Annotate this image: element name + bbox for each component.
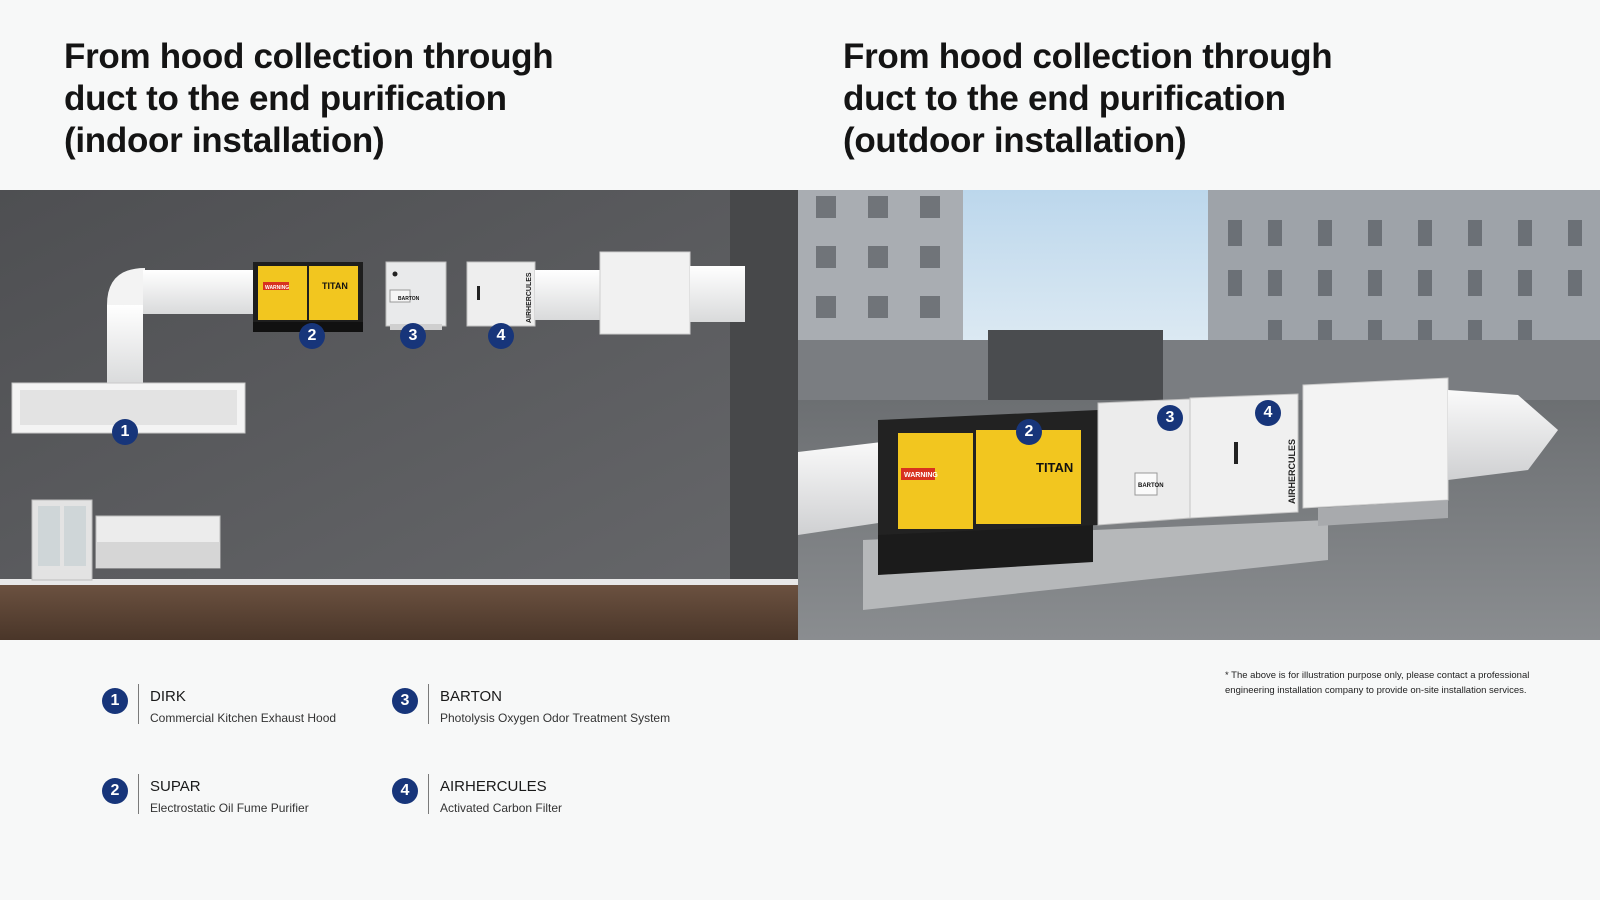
- connector-duct: [535, 270, 605, 320]
- indoor-title: From hood collection through duct to the…: [64, 36, 554, 162]
- legend-badge-3: 3: [392, 688, 418, 714]
- legend-name-dirk: DIRK: [150, 688, 186, 705]
- outdoor-warning-label: WARNING: [904, 472, 938, 479]
- legend-badge-1: 1: [102, 688, 128, 714]
- airhercules-label: AIRHERCULES: [526, 272, 533, 323]
- outlet-duct: [1448, 390, 1558, 480]
- outdoor-title-line-2: duct to the end purification: [843, 79, 1286, 118]
- outdoor-title-line-1: From hood collection through: [843, 37, 1333, 76]
- legend-item-airhercules: 4 AIRHERCULES Activated Carbon Filter: [392, 774, 712, 816]
- outdoor-marker-3: 3: [1157, 405, 1183, 431]
- outdoor-title-line-3: (outdoor installation): [843, 121, 1187, 160]
- legend-name-supar: SUPAR: [150, 778, 201, 795]
- illustration-disclaimer: * The above is for illustration purpose …: [1225, 670, 1530, 696]
- roof-block: [988, 330, 1163, 410]
- indoor-floor: [0, 585, 798, 640]
- outdoor-airhercules-label: AIRHERCULES: [1287, 439, 1297, 504]
- outdoor-installation-illustration: WARNING TITAN BARTON AIRHERCULES: [798, 190, 1600, 640]
- indoor-marker-1: 1: [112, 419, 138, 445]
- outlet-duct: [690, 266, 745, 322]
- vertical-duct: [107, 305, 143, 385]
- outdoor-marker-2: 2: [1016, 419, 1042, 445]
- legend-desc-supar: Electrostatic Oil Fume Purifier: [150, 801, 309, 815]
- barton-label: BARTON: [398, 296, 420, 302]
- legend-divider: [138, 684, 139, 724]
- outdoor-titan-label: TITAN: [1036, 460, 1073, 475]
- legend-name-airhercules: AIRHERCULES: [440, 778, 547, 795]
- legend-divider: [428, 774, 429, 814]
- fan-cabinet: [599, 251, 691, 335]
- inlet-duct: [798, 440, 898, 535]
- indoor-title-line-3: (indoor installation): [64, 121, 385, 160]
- outdoor-installation-scene: WARNING TITAN BARTON AIRHERCULES 2 3 4: [798, 190, 1600, 640]
- purifier-base: [878, 520, 1093, 575]
- titan-label: TITAN: [322, 281, 348, 291]
- legend-name-barton: BARTON: [440, 688, 502, 705]
- outdoor-title: From hood collection through duct to the…: [843, 36, 1333, 162]
- legend-item-barton: 3 BARTON Photolysis Oxygen Odor Treatmen…: [392, 684, 752, 726]
- indoor-marker-3: 3: [400, 323, 426, 349]
- legend-desc-barton: Photolysis Oxygen Odor Treatment System: [440, 711, 671, 725]
- indoor-installation-illustration: WARNING TITAN BARTON AIRHERCULES: [0, 190, 798, 640]
- indoor-marker-4: 4: [488, 323, 514, 349]
- outdoor-marker-4: 4: [1255, 400, 1281, 426]
- indoor-installation-scene: WARNING TITAN BARTON AIRHERCULES 1 2 3 4: [0, 190, 798, 640]
- legend-item-dirk: 1 DIRK Commercial Kitchen Exhaust Hood: [102, 684, 422, 726]
- indoor-marker-2: 2: [299, 323, 325, 349]
- indoor-title-line-1: From hood collection through: [64, 37, 554, 76]
- indoor-title-line-2: duct to the end purification: [64, 79, 507, 118]
- indoor-side-wall: [730, 190, 798, 600]
- fan-cabinet: [1302, 377, 1449, 509]
- legend-item-supar: 2 SUPAR Electrostatic Oil Fume Purifier: [102, 774, 422, 816]
- legend-divider: [138, 774, 139, 814]
- legend-badge-4: 4: [392, 778, 418, 804]
- legend-badge-2: 2: [102, 778, 128, 804]
- outdoor-barton-label: BARTON: [1138, 483, 1164, 489]
- legend-desc-airhercules: Activated Carbon Filter: [440, 801, 563, 815]
- legend-desc-dirk: Commercial Kitchen Exhaust Hood: [150, 711, 337, 725]
- warning-label: WARNING: [265, 285, 289, 291]
- activated-carbon-filter: [1189, 393, 1299, 519]
- horizontal-duct: [143, 270, 253, 314]
- legend-divider: [428, 684, 429, 724]
- duct-elbow: [107, 268, 145, 305]
